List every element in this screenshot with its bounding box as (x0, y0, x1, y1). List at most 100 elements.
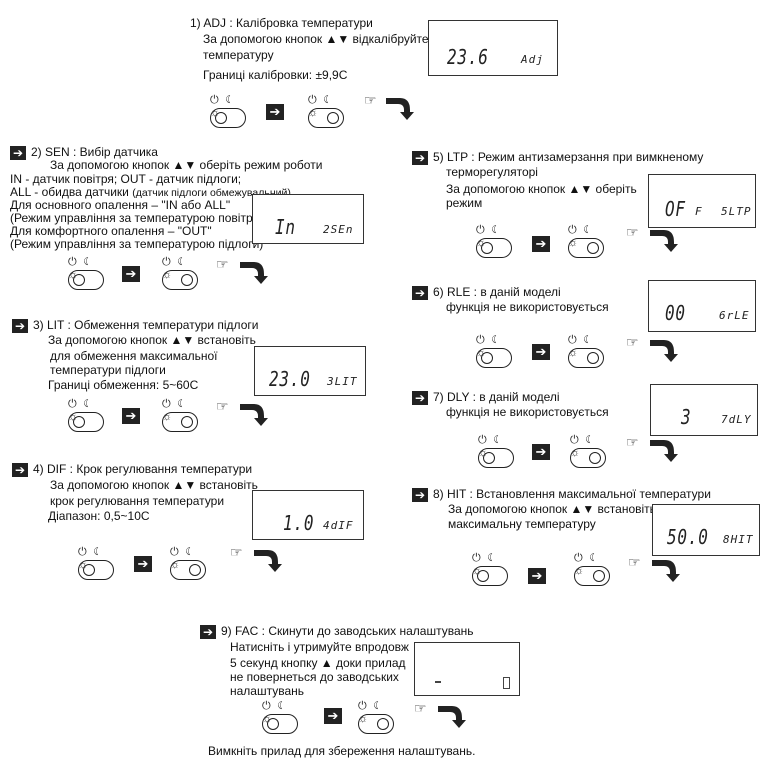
fac-lcd-display (414, 642, 520, 696)
knob-icon (574, 566, 610, 586)
turn-arrow-icon (650, 230, 678, 252)
sen-controls-before: ⏻ ☾ ☼ (64, 256, 108, 296)
press-hand-icon: ☞ (216, 398, 229, 414)
footer-note: Вимкніть прилад для збереження налаштува… (208, 744, 476, 758)
sen-line3: ALL - обидва датчики (датчик підлоги обм… (10, 185, 291, 200)
next-arrow-icon: ➔ (122, 408, 140, 424)
next-arrow-icon: ➔ (532, 344, 550, 360)
ltp-title-row: ➔5) LTP : Режим антизамерзання при вимкн… (412, 150, 703, 165)
section-arrow-icon: ➔ (412, 285, 428, 300)
fac-line3: не повернеться до заводських (230, 670, 399, 684)
adj-lcd-display: 23.6 Adj (428, 20, 558, 76)
rle-title-row: ➔6) RLE : в даній моделі (412, 285, 561, 300)
dif-controls-before: ⏻ ☾ ☼ (74, 546, 118, 586)
adj-line3: Границі калібровки: ±9,9С (203, 68, 348, 82)
lit-line3: температури підлоги (50, 363, 166, 377)
knob-icon (358, 714, 394, 734)
fac-line4: налаштувань (230, 684, 305, 698)
hit-line2: максимальну температуру (448, 517, 596, 531)
hit-lcd-display: 50.0 8HIT (652, 504, 760, 556)
lcd-code: 8HIT (723, 533, 754, 546)
dly-controls-before: ⏻ ☾ ☼ (474, 434, 518, 474)
section-arrow-icon: ➔ (200, 624, 216, 639)
knob-icon (476, 348, 512, 368)
fac-title-row: ➔ 9) FAC : Скинути до заводських налаштув… (200, 624, 474, 639)
ltp-line3: режим (446, 196, 483, 210)
turn-arrow-icon (652, 560, 680, 582)
ltp-controls-after: ⏻ ☾ ☼ (564, 224, 608, 264)
rle-controls-after: ⏻ ☾ ☼ (564, 334, 608, 374)
turn-arrow-icon (650, 340, 678, 362)
knob-icon (68, 270, 104, 290)
lcd-value: 50.0 (667, 525, 709, 549)
lcd-value: 3 (681, 405, 692, 429)
lit-line2: для обмеження максимальної (50, 349, 218, 363)
sen-line6: Для комфортного опалення – "OUT" (10, 224, 212, 238)
next-arrow-icon: ➔ (266, 104, 284, 120)
section-arrow-icon: ➔ (12, 318, 28, 333)
adj-controls-after: ⏻ ☾ ☼ (304, 94, 348, 134)
sen-line2: IN - датчик повітря; OUT - датчик підлог… (10, 172, 242, 186)
knob-icon (308, 108, 344, 128)
sen-line1: За допомогою кнопок ▲▼ оберіть режим роб… (50, 158, 323, 172)
ltp-lcd-display: OF F 5LTP (648, 174, 756, 228)
fac-title: 9) FAC : Скинути до заводських налаштува… (221, 624, 474, 638)
lcd-value: In (275, 215, 296, 239)
press-hand-icon: ☞ (414, 700, 427, 716)
adj-line1: За допомогою кнопок ▲▼ відкалібруйте (203, 32, 429, 46)
lcd-segment (503, 677, 510, 689)
lit-title-row: ➔ 3) LIT : Обмеження температури підлоги (12, 318, 258, 333)
knob-icon (568, 348, 604, 368)
fac-controls-after: ⏻ ☾ ☼ (354, 700, 398, 740)
sen-line3-note: (датчик підлоги обмежувальний) (132, 187, 291, 199)
knob-icon (478, 448, 514, 468)
sen-line7: (Режим управління за температурою підлог… (10, 237, 264, 251)
section-arrow-icon: ➔ (412, 390, 428, 405)
next-arrow-icon: ➔ (532, 236, 550, 252)
fac-line1: Натисніть і утримуйте впродовж (230, 640, 409, 654)
ltp-line2: За допомогою кнопок ▲▼ оберіть (446, 182, 637, 196)
next-arrow-icon: ➔ (122, 266, 140, 282)
adj-title: 1) ADJ : Калібровка температури (190, 16, 373, 30)
turn-arrow-icon (240, 262, 268, 284)
press-hand-icon: ☞ (628, 554, 641, 570)
ltp-line1: терморегуляторі (446, 165, 538, 179)
knob-icon (262, 714, 298, 734)
turn-arrow-icon (650, 440, 678, 462)
press-hand-icon: ☞ (230, 544, 243, 560)
next-arrow-icon: ➔ (528, 568, 546, 584)
lit-title: 3) LIT : Обмеження температури підлоги (33, 318, 259, 332)
rle-line1: функція не використовується (446, 300, 609, 314)
hit-line1: За допомогою кнопок ▲▼ встановіть (448, 502, 656, 516)
sen-line3-main: ALL - обидва датчики (10, 185, 133, 199)
adj-line2: температуру (203, 48, 274, 62)
hit-title: 8) HIT : Встановлення максимальної темпе… (433, 487, 711, 501)
lcd-value: 1.0 (283, 511, 315, 535)
lit-lcd-display: 23.0 3LIT (254, 346, 366, 396)
section-arrow-icon: ➔ (412, 487, 428, 502)
turn-arrow-icon (438, 706, 466, 728)
lit-line1: За допомогою кнопок ▲▼ встановіть (48, 333, 256, 347)
dly-lcd-display: 3 7dLY (650, 384, 758, 436)
press-hand-icon: ☞ (626, 224, 639, 240)
dif-line3: Діапазон: 0,5~10С (48, 509, 150, 523)
lcd-value: 23.0 (269, 367, 311, 391)
lcd-code: Adj (521, 53, 544, 66)
dly-line1: функція не використовується (446, 405, 609, 419)
press-hand-icon: ☞ (626, 334, 639, 350)
lcd-value: 23.6 (447, 45, 489, 69)
lcd-mode: F (695, 205, 703, 218)
lcd-code: 6rLE (719, 309, 750, 322)
ltp-controls-before: ⏻ ☾ ☼ (472, 224, 516, 264)
lcd-code: 5LTP (721, 205, 752, 218)
hit-title-row: ➔ 8) HIT : Встановлення максимальної темп… (412, 487, 711, 502)
press-hand-icon: ☞ (626, 434, 639, 450)
press-hand-icon: ☞ (364, 92, 377, 108)
lcd-segment (435, 681, 441, 683)
knob-icon (570, 448, 606, 468)
rle-controls-before: ⏻ ☾ ☼ (472, 334, 516, 374)
sen-line5: (Режим управління за температурою повітр… (10, 211, 263, 225)
ltp-title: 5) LTP : Режим антизамерзання при вимкне… (433, 150, 704, 164)
rle-lcd-display: 00 6rLE (648, 280, 756, 332)
knob-icon (78, 560, 114, 580)
